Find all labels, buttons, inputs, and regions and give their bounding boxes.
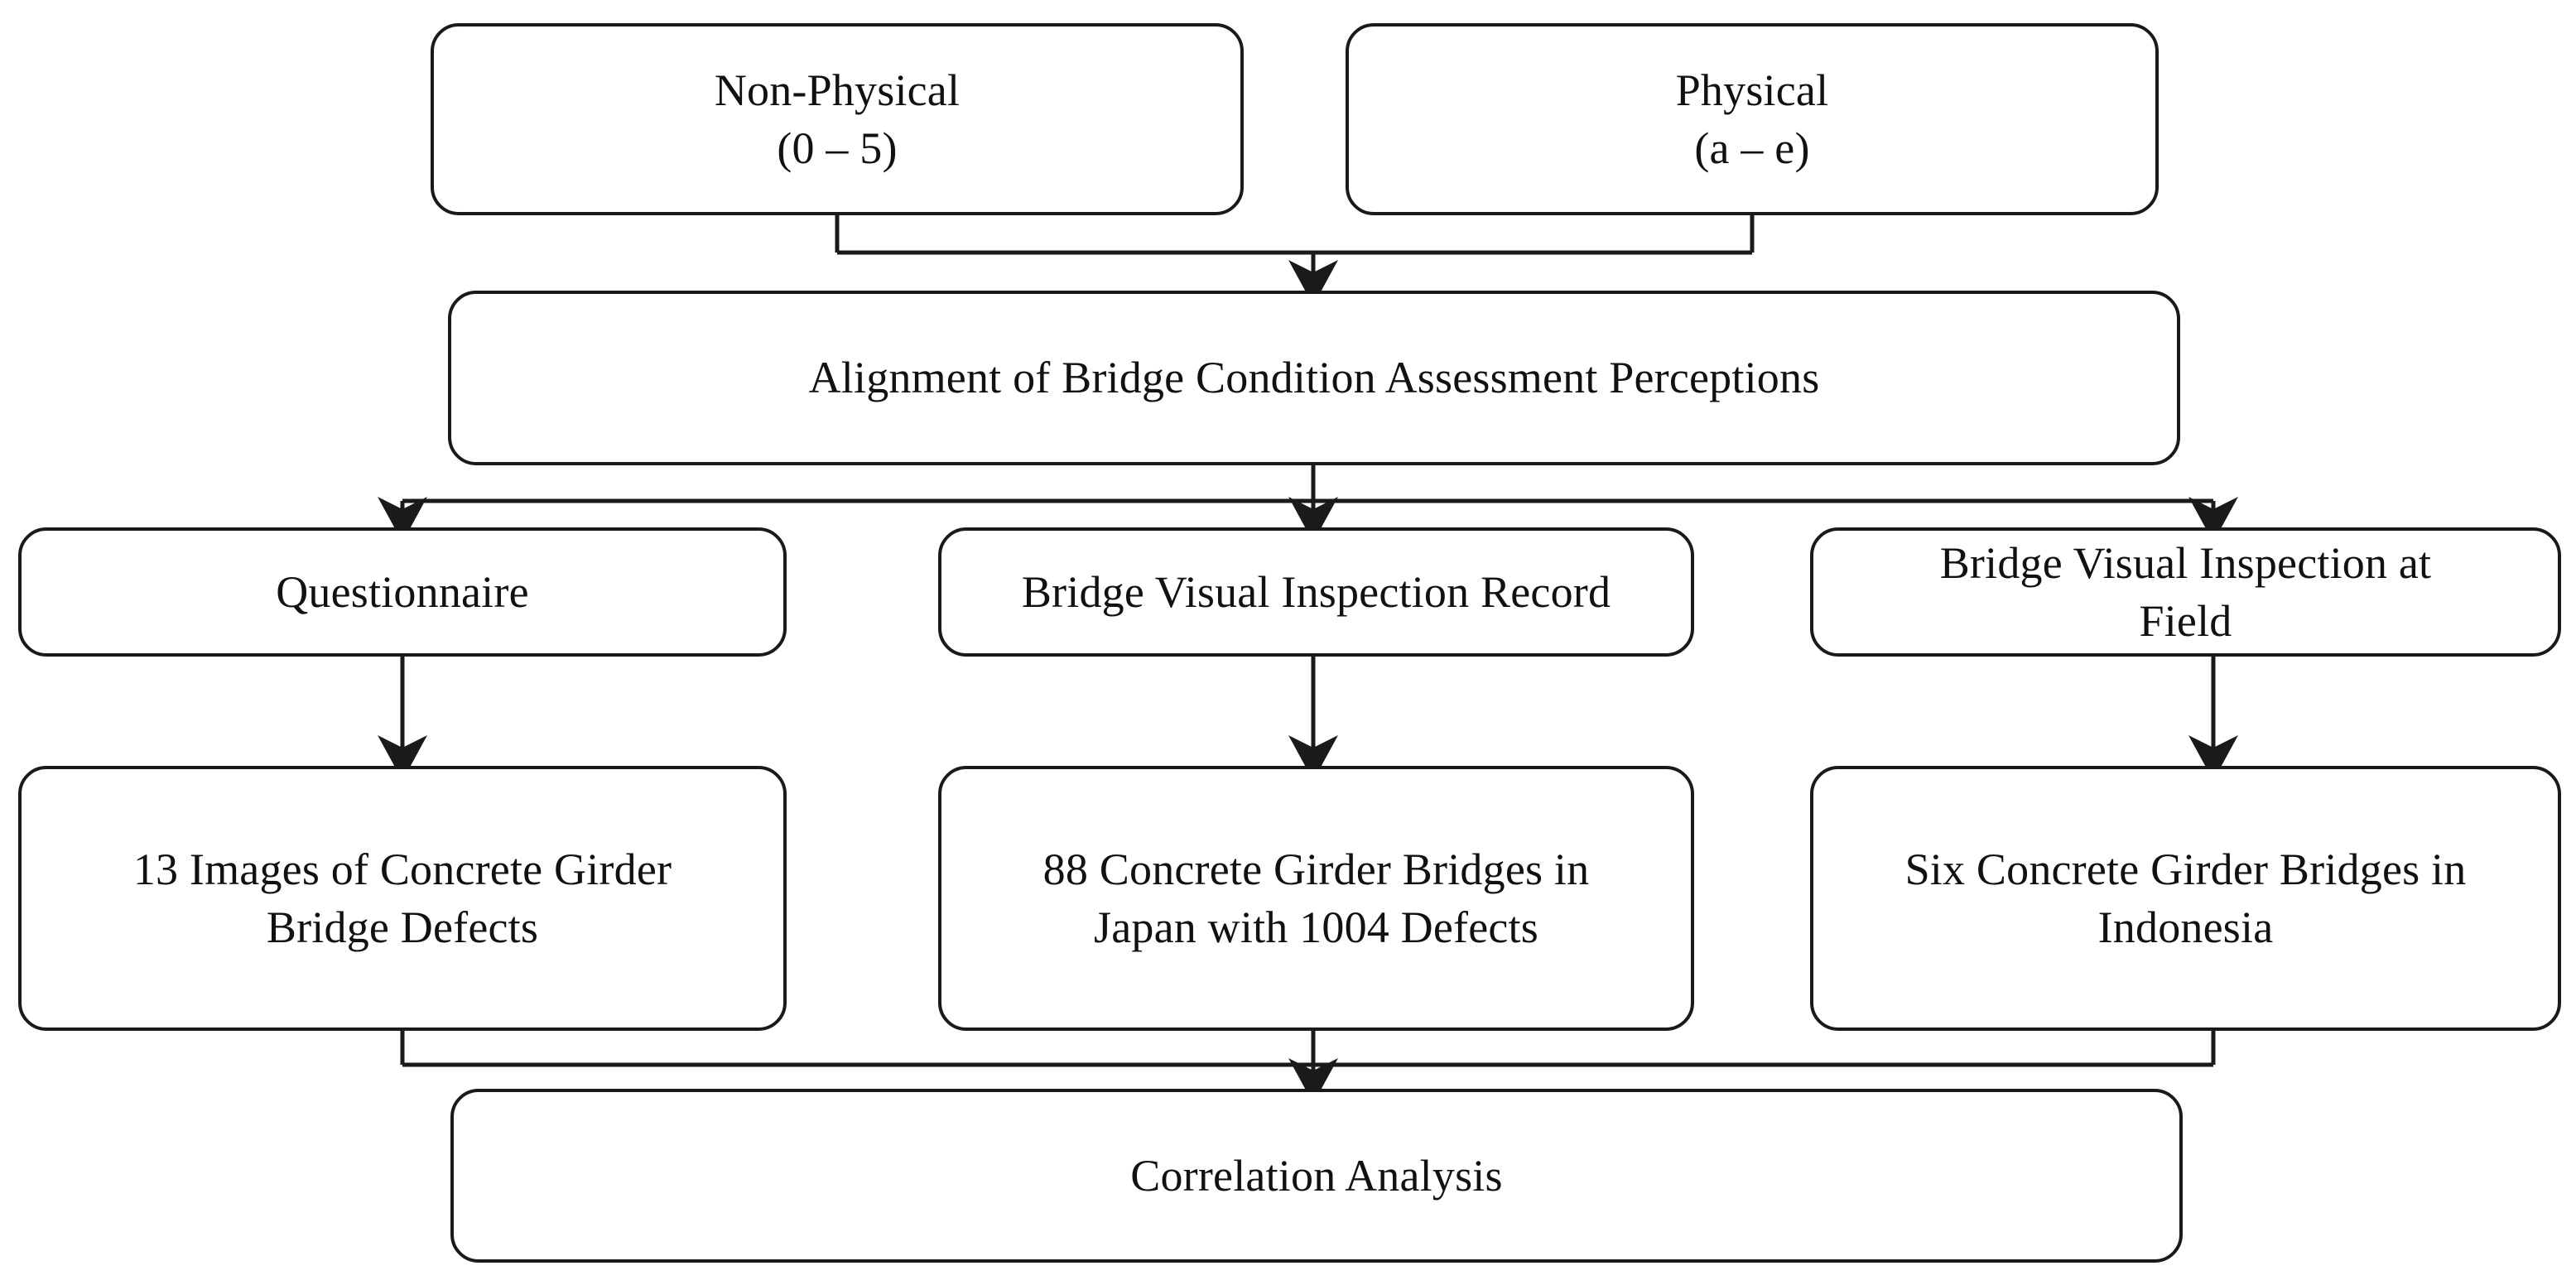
node-13-images-of-concrete-girder-bridge-defects[interactable]: 13 Images of Concrete Girder Bridge Defe… (18, 766, 787, 1031)
node-bridge-visual-inspection-record[interactable]: Bridge Visual Inspection Record (938, 527, 1694, 657)
node-label: Non-Physical (0 – 5) (714, 65, 961, 173)
node-label: Correlation Analysis (1130, 1150, 1503, 1201)
node-six-concrete-girder-bridges-in-indonesia[interactable]: Six Concrete Girder Bridges in Indonesia (1810, 766, 2561, 1031)
node-label: Physical (a – e) (1675, 65, 1829, 173)
node-label: Bridge Visual Inspection at Field (1939, 537, 2432, 646)
node-correlation-analysis[interactable]: Correlation Analysis (450, 1089, 2183, 1263)
node-88-concrete-girder-bridges-in-japan[interactable]: 88 Concrete Girder Bridges in Japan with… (938, 766, 1694, 1031)
node-label: 88 Concrete Girder Bridges in Japan with… (1042, 844, 1590, 952)
node-label: Questionnaire (276, 566, 529, 617)
node-physical[interactable]: Physical (a – e) (1346, 23, 2159, 215)
node-bridge-visual-inspection-at-field[interactable]: Bridge Visual Inspection at Field (1810, 527, 2561, 657)
node-label: Alignment of Bridge Condition Assessment… (808, 353, 1820, 403)
node-label: Bridge Visual Inspection Record (1021, 566, 1611, 617)
node-questionnaire[interactable]: Questionnaire (18, 527, 787, 657)
node-label: 13 Images of Concrete Girder Bridge Defe… (132, 844, 672, 952)
node-alignment-of-bridge-condition-assessment-perceptions[interactable]: Alignment of Bridge Condition Assessment… (448, 291, 2180, 465)
node-non-physical[interactable]: Non-Physical (0 – 5) (431, 23, 1244, 215)
node-label: Six Concrete Girder Bridges in Indonesia (1904, 844, 2467, 952)
